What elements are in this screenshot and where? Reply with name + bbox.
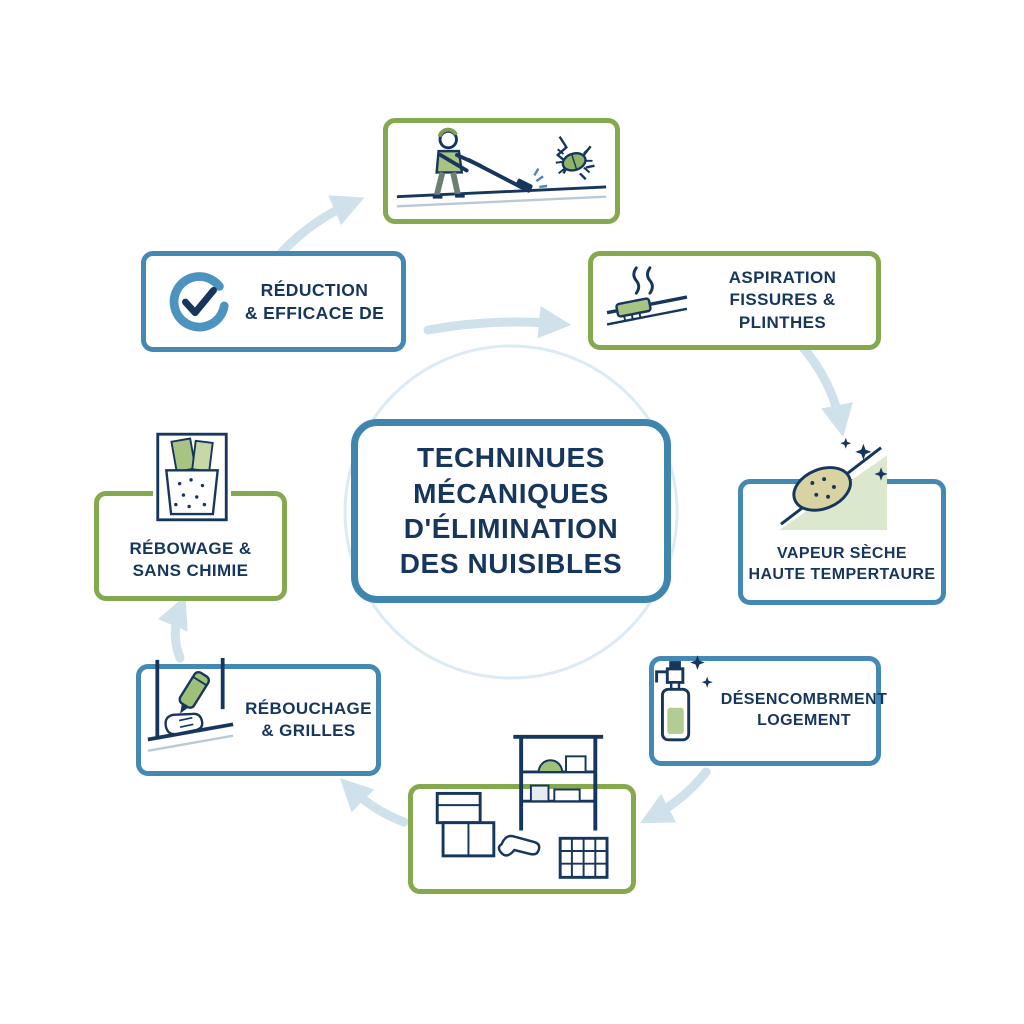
center-title: TECHNINUES MÉCANIQUES D'ÉLIMINATION DES … <box>400 440 623 581</box>
node-vapeur: VAPEUR SÈCHE HAUTE TEMPERTAURE <box>738 437 946 605</box>
node-sweeping <box>383 118 620 224</box>
vapeur-line-1: VAPEUR SÈCHE <box>777 545 907 563</box>
arrow-rebouchage-to-rebowage <box>157 595 188 663</box>
node-rebowage: RÉBOWAGE & SANS CHIMIE <box>94 430 287 601</box>
vapeur-line-2: HAUTE TEMPERTAURE <box>748 566 936 584</box>
node-reduction: RÉDUCTION & EFFICACE DE <box>141 251 406 352</box>
node-rebouchage: RÉBOUCHAGE & GRILLES <box>136 658 381 776</box>
sponge-sparkles-icon <box>769 432 893 536</box>
center-title-box: TECHNINUES MÉCANIQUES D'ÉLIMINATION DES … <box>351 419 671 603</box>
node-rangement <box>408 734 636 894</box>
rebouchage-line-1: RÉBOUCHAGE <box>245 698 372 718</box>
node-vapeur-label: VAPEUR SÈCHE HAUTE TEMPERTAURE <box>749 544 936 586</box>
caulk-tube-hand-icon <box>145 656 235 768</box>
node-rebowage-label: RÉBOWAGE & SANS CHIMIE <box>129 538 251 582</box>
person-sweeping-crack-icon <box>392 125 612 217</box>
node-aspiration: ASPIRATION FISSURES & PLINTHES <box>588 251 881 350</box>
aspiration-line-1: ASPIRATION <box>728 268 837 288</box>
rebowage-line-2: SANS CHIMIE <box>132 560 249 580</box>
desencombrement-line-2: LOGEMENT <box>757 712 851 729</box>
reduction-line-1: RÉDUCTION <box>260 279 369 300</box>
brush-steam-icon <box>603 262 691 340</box>
arrow-topleft-to-top <box>277 195 365 257</box>
center-title-line-4: DES NUISIBLES <box>399 548 623 580</box>
node-desencombrement-label: DÉSENCOMBRMENT LOGEMENT <box>721 690 888 732</box>
arrow-desencombrement-to-rangement <box>639 767 711 824</box>
node-rebouchage-label: RÉBOUCHAGE & GRILLES <box>245 698 372 742</box>
arrow-rangement-to-rebouchage <box>339 777 409 827</box>
inner-ring <box>343 344 679 680</box>
node-desencombrement: DÉSENCOMBRMENT LOGEMENT <box>649 655 887 766</box>
node-aspiration-label: ASPIRATION FISSURES & PLINTHES <box>699 267 866 333</box>
rebowage-line-1: RÉBOWAGE & <box>129 538 252 558</box>
arrow-aspiration-to-vapeur <box>795 339 853 438</box>
aspiration-line-2: FISSURES & PLINTHES <box>729 290 836 332</box>
center-title-line-2: MÉCANIQUES <box>413 477 609 509</box>
center-title-line-1: TECHNINUES <box>416 442 605 474</box>
check-circle-icon <box>163 267 233 337</box>
center-title-line-3: D'ÉLIMINATION <box>403 513 619 544</box>
spray-bottle-icon <box>643 649 713 749</box>
arrow-reduction-to-aspiration <box>423 305 572 339</box>
node-reduction-label: RÉDUCTION & EFFICACE DE <box>245 279 384 325</box>
rebouchage-line-2: & GRILLES <box>261 721 356 740</box>
desencombrement-line-1: DÉSENCOMBRMENT <box>720 691 888 709</box>
reduction-line-2: & EFFICACE DE <box>244 302 385 323</box>
boxes-shelf-grille-icon <box>429 729 625 891</box>
box-of-cards-icon <box>153 430 231 524</box>
